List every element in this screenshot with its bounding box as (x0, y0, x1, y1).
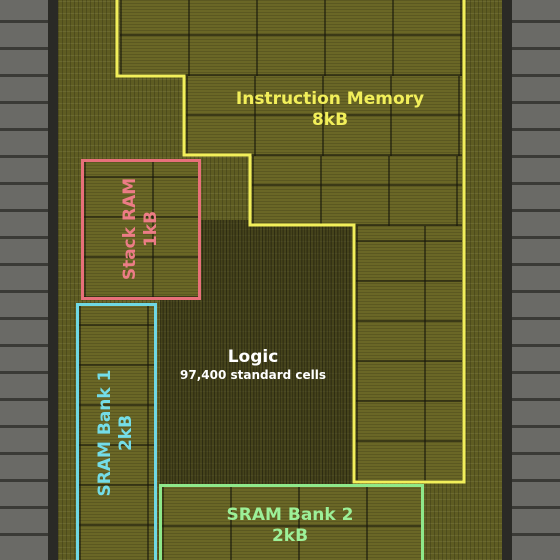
right-pad-ring (502, 0, 560, 560)
sram-bank-1-label: SRAM Bank 1 2kB (95, 370, 138, 497)
instruction-memory-name: Instruction Memory (235, 89, 425, 109)
sram-bank-2-name: SRAM Bank 2 (226, 505, 354, 525)
left-pad-ring (0, 0, 58, 560)
instruction-memory-label: Instruction Memory 8kB (200, 89, 460, 132)
sram-bank-2-label: SRAM Bank 2 2kB (190, 505, 390, 548)
instruction-memory-macro-lower (252, 156, 462, 226)
sram-bank-1-size: 2kB (116, 414, 136, 452)
stack-ram-size: 1kB (141, 210, 161, 248)
sram-bank-1-name: SRAM Bank 1 (94, 369, 115, 497)
logic-label: Logic 97,400 standard cells (160, 347, 346, 383)
logic-detail: 97,400 standard cells (180, 368, 326, 383)
instruction-memory-macro-column (356, 226, 462, 482)
sram-bank-2-size: 2kB (271, 526, 309, 547)
instruction-memory-macro-top (120, 0, 462, 76)
stack-ram-name: Stack RAM (119, 177, 140, 281)
stack-ram-label: Stack RAM 1kB (120, 178, 163, 280)
sram-bank-2-macro (162, 487, 421, 560)
instruction-memory-size: 8kB (311, 110, 349, 131)
logic-name: Logic (227, 347, 279, 367)
